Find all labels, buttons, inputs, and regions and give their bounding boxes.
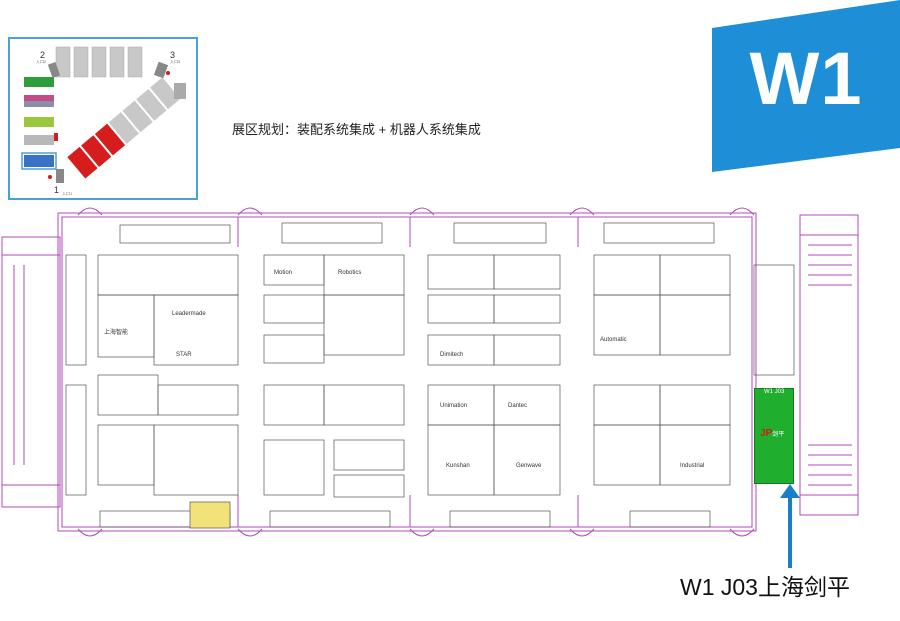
booth-callout: W1 J03上海剑平 xyxy=(680,574,850,600)
booth-label: 上海智能 xyxy=(104,330,129,336)
arrow-up-icon xyxy=(780,484,800,568)
overview-hall-1 xyxy=(24,77,54,87)
overview-entrance-3 xyxy=(153,61,169,79)
overview-hall-4 xyxy=(24,117,54,127)
overview-entrance-3-sub: 入口3 xyxy=(170,59,181,64)
booth-label: Motion xyxy=(274,270,293,276)
hall-badge xyxy=(712,0,900,172)
overview-entrance-2-num: 2 xyxy=(40,50,46,60)
overview-current-hall xyxy=(24,155,54,167)
overview-hall-2 xyxy=(24,95,54,105)
overview-hall-3 xyxy=(24,101,54,107)
jianping-logo-sub: 剑平 xyxy=(772,432,785,438)
booth-label: Automatic xyxy=(600,337,627,343)
booth-label: Industrial xyxy=(680,463,705,469)
overview-map: 2 入口2 3 入口3 1 入口1 xyxy=(8,37,198,200)
booth-label: Kunshan xyxy=(446,463,470,469)
booth-label: STAR xyxy=(176,352,192,358)
jianping-logo: JP剑平 xyxy=(760,428,784,439)
overview-entrance-2-sub: 入口2 xyxy=(36,59,47,64)
overview-current-hall-frame xyxy=(21,152,57,170)
callout-arrow xyxy=(778,484,802,568)
booth-label: Robotics xyxy=(338,270,362,276)
jianping-logo-mark: JP xyxy=(760,428,773,439)
hall-walls xyxy=(1,207,859,537)
hall-badge-shape xyxy=(712,0,900,172)
overview-hall-5 xyxy=(24,135,54,145)
highlighted-booth-code: W1 J03 xyxy=(764,389,785,395)
overview-top-halls xyxy=(55,46,143,78)
highlighted-booth-w1-j03[interactable] xyxy=(754,388,794,484)
overview-entrance-3-num: 3 xyxy=(170,50,176,60)
booth-label: Leadermade xyxy=(172,311,206,317)
overview-entrance-1-num: 1 xyxy=(54,185,60,195)
zone-plan-title: 展区规划：装配系统集成 + 机器人系统集成 xyxy=(232,122,481,137)
overview-diagonal-halls xyxy=(67,77,181,179)
booth-label: Dantec xyxy=(508,403,528,409)
overview-entrance-1 xyxy=(56,169,64,183)
hall-code: W1 xyxy=(749,37,863,120)
overview-entrance-2 xyxy=(47,62,61,78)
booth-label: Dimitech xyxy=(440,352,464,358)
overview-entrance-1-sub: 入口1 xyxy=(62,191,73,196)
booth-blocks xyxy=(65,222,795,528)
floor-plan: 上海智能 Leadermade Motion Robotics STAR Dim… xyxy=(0,195,862,555)
booth-label: Unimation xyxy=(440,403,468,409)
yellow-booth xyxy=(189,501,231,529)
booth-label: Genwave xyxy=(516,463,542,469)
